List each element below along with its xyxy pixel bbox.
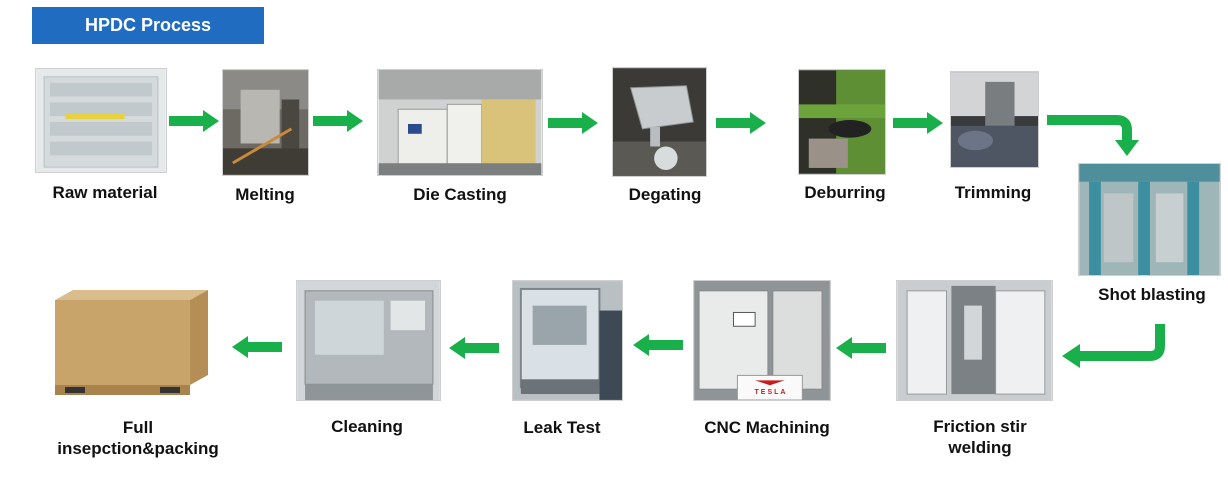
- step-label-cleaning: Cleaning: [331, 417, 403, 436]
- trimming-tool-photo: [950, 71, 1039, 168]
- packing-crate-photo: [50, 285, 213, 398]
- step-label-raw-material: Raw material: [52, 183, 158, 202]
- shot-blasting-machine-photo: [1078, 163, 1221, 276]
- arrow-right-icon: [716, 112, 766, 134]
- step-label-degating: Degating: [628, 185, 702, 204]
- arrow-left-icon: [836, 337, 886, 359]
- step-label-leak-test: Leak Test: [523, 418, 601, 437]
- arrow-right-icon: [548, 112, 598, 134]
- step-label-shot-blasting: Shot blasting: [1098, 285, 1206, 304]
- degating-part-photo: [612, 67, 707, 177]
- step-label-friction-stir-welding: Friction stir welding: [933, 417, 1027, 457]
- arrow-right-icon: [893, 112, 943, 134]
- cnc-machine-photo: TESLA: [693, 280, 831, 401]
- arrow-curve-left-icon: [1062, 324, 1165, 368]
- friction-stir-welding-machine-photo: [896, 280, 1053, 401]
- leak-test-station-photo: [512, 280, 623, 401]
- arrow-left-icon: [232, 336, 282, 358]
- arrow-curve-down-icon: [1047, 115, 1139, 156]
- step-label-cnc-machining: CNC Machining: [704, 418, 830, 437]
- die-casting-machine-photo: [377, 69, 543, 176]
- arrow-left-icon: [449, 337, 499, 359]
- melting-furnace-photo: [222, 69, 309, 176]
- step-label-die-casting: Die Casting: [413, 185, 507, 204]
- page-title: HPDC Process: [32, 7, 264, 44]
- cleaning-machine-photo: [296, 280, 441, 401]
- step-label-full-inspection-packing: Full insepction&packing: [57, 418, 219, 458]
- step-label-deburring: Deburring: [804, 183, 886, 202]
- tesla-logo-text: TESLA: [754, 389, 788, 396]
- arrow-right-icon: [169, 110, 219, 132]
- raw-material-photo: [35, 68, 167, 173]
- step-label-melting: Melting: [235, 185, 295, 204]
- arrow-left-icon: [633, 334, 683, 356]
- step-label-trimming: Trimming: [954, 183, 1032, 202]
- arrow-right-icon: [313, 110, 363, 132]
- deburring-belt-photo: [798, 69, 886, 175]
